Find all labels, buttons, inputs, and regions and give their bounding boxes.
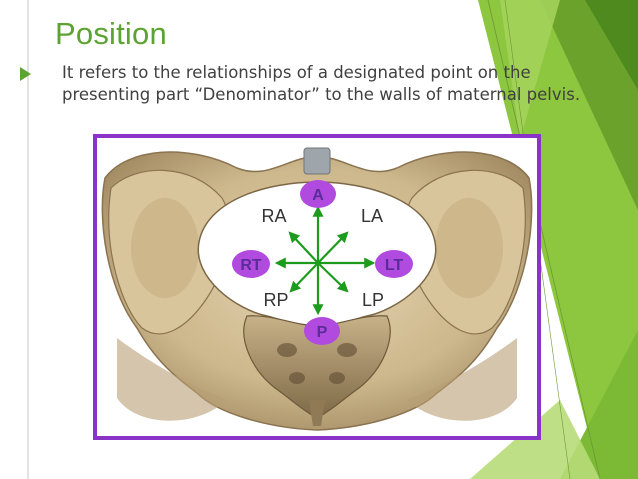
- node-left-transverse-label: LT: [385, 257, 404, 274]
- node-right-transverse-label: RT: [240, 257, 262, 274]
- arrow-left-anterior: [317, 231, 349, 264]
- label-right-posterior: RP: [263, 290, 288, 310]
- pelvis-diagram: A P RT LT RA LA RP LP: [93, 134, 541, 440]
- label-left-posterior: LP: [362, 290, 384, 310]
- node-left-transverse: LT: [375, 250, 413, 278]
- node-anterior: A: [300, 180, 336, 208]
- node-right-transverse: RT: [232, 250, 270, 278]
- arrow-right-anterior: [288, 231, 319, 264]
- node-posterior-label: P: [317, 324, 328, 341]
- label-left-anterior: LA: [361, 206, 383, 226]
- triangle-bullet-icon: [20, 67, 31, 81]
- arrow-right-posterior: [289, 262, 319, 293]
- node-posterior: P: [304, 317, 340, 345]
- arrow-left-posterior: [317, 262, 349, 293]
- node-anterior-label: A: [312, 187, 324, 204]
- position-overlay: A P RT LT RA LA RP LP: [232, 180, 413, 345]
- slide-title: Position: [55, 16, 167, 51]
- label-right-anterior: RA: [261, 206, 286, 226]
- definition-text: It refers to the relationships of a desi…: [62, 63, 581, 104]
